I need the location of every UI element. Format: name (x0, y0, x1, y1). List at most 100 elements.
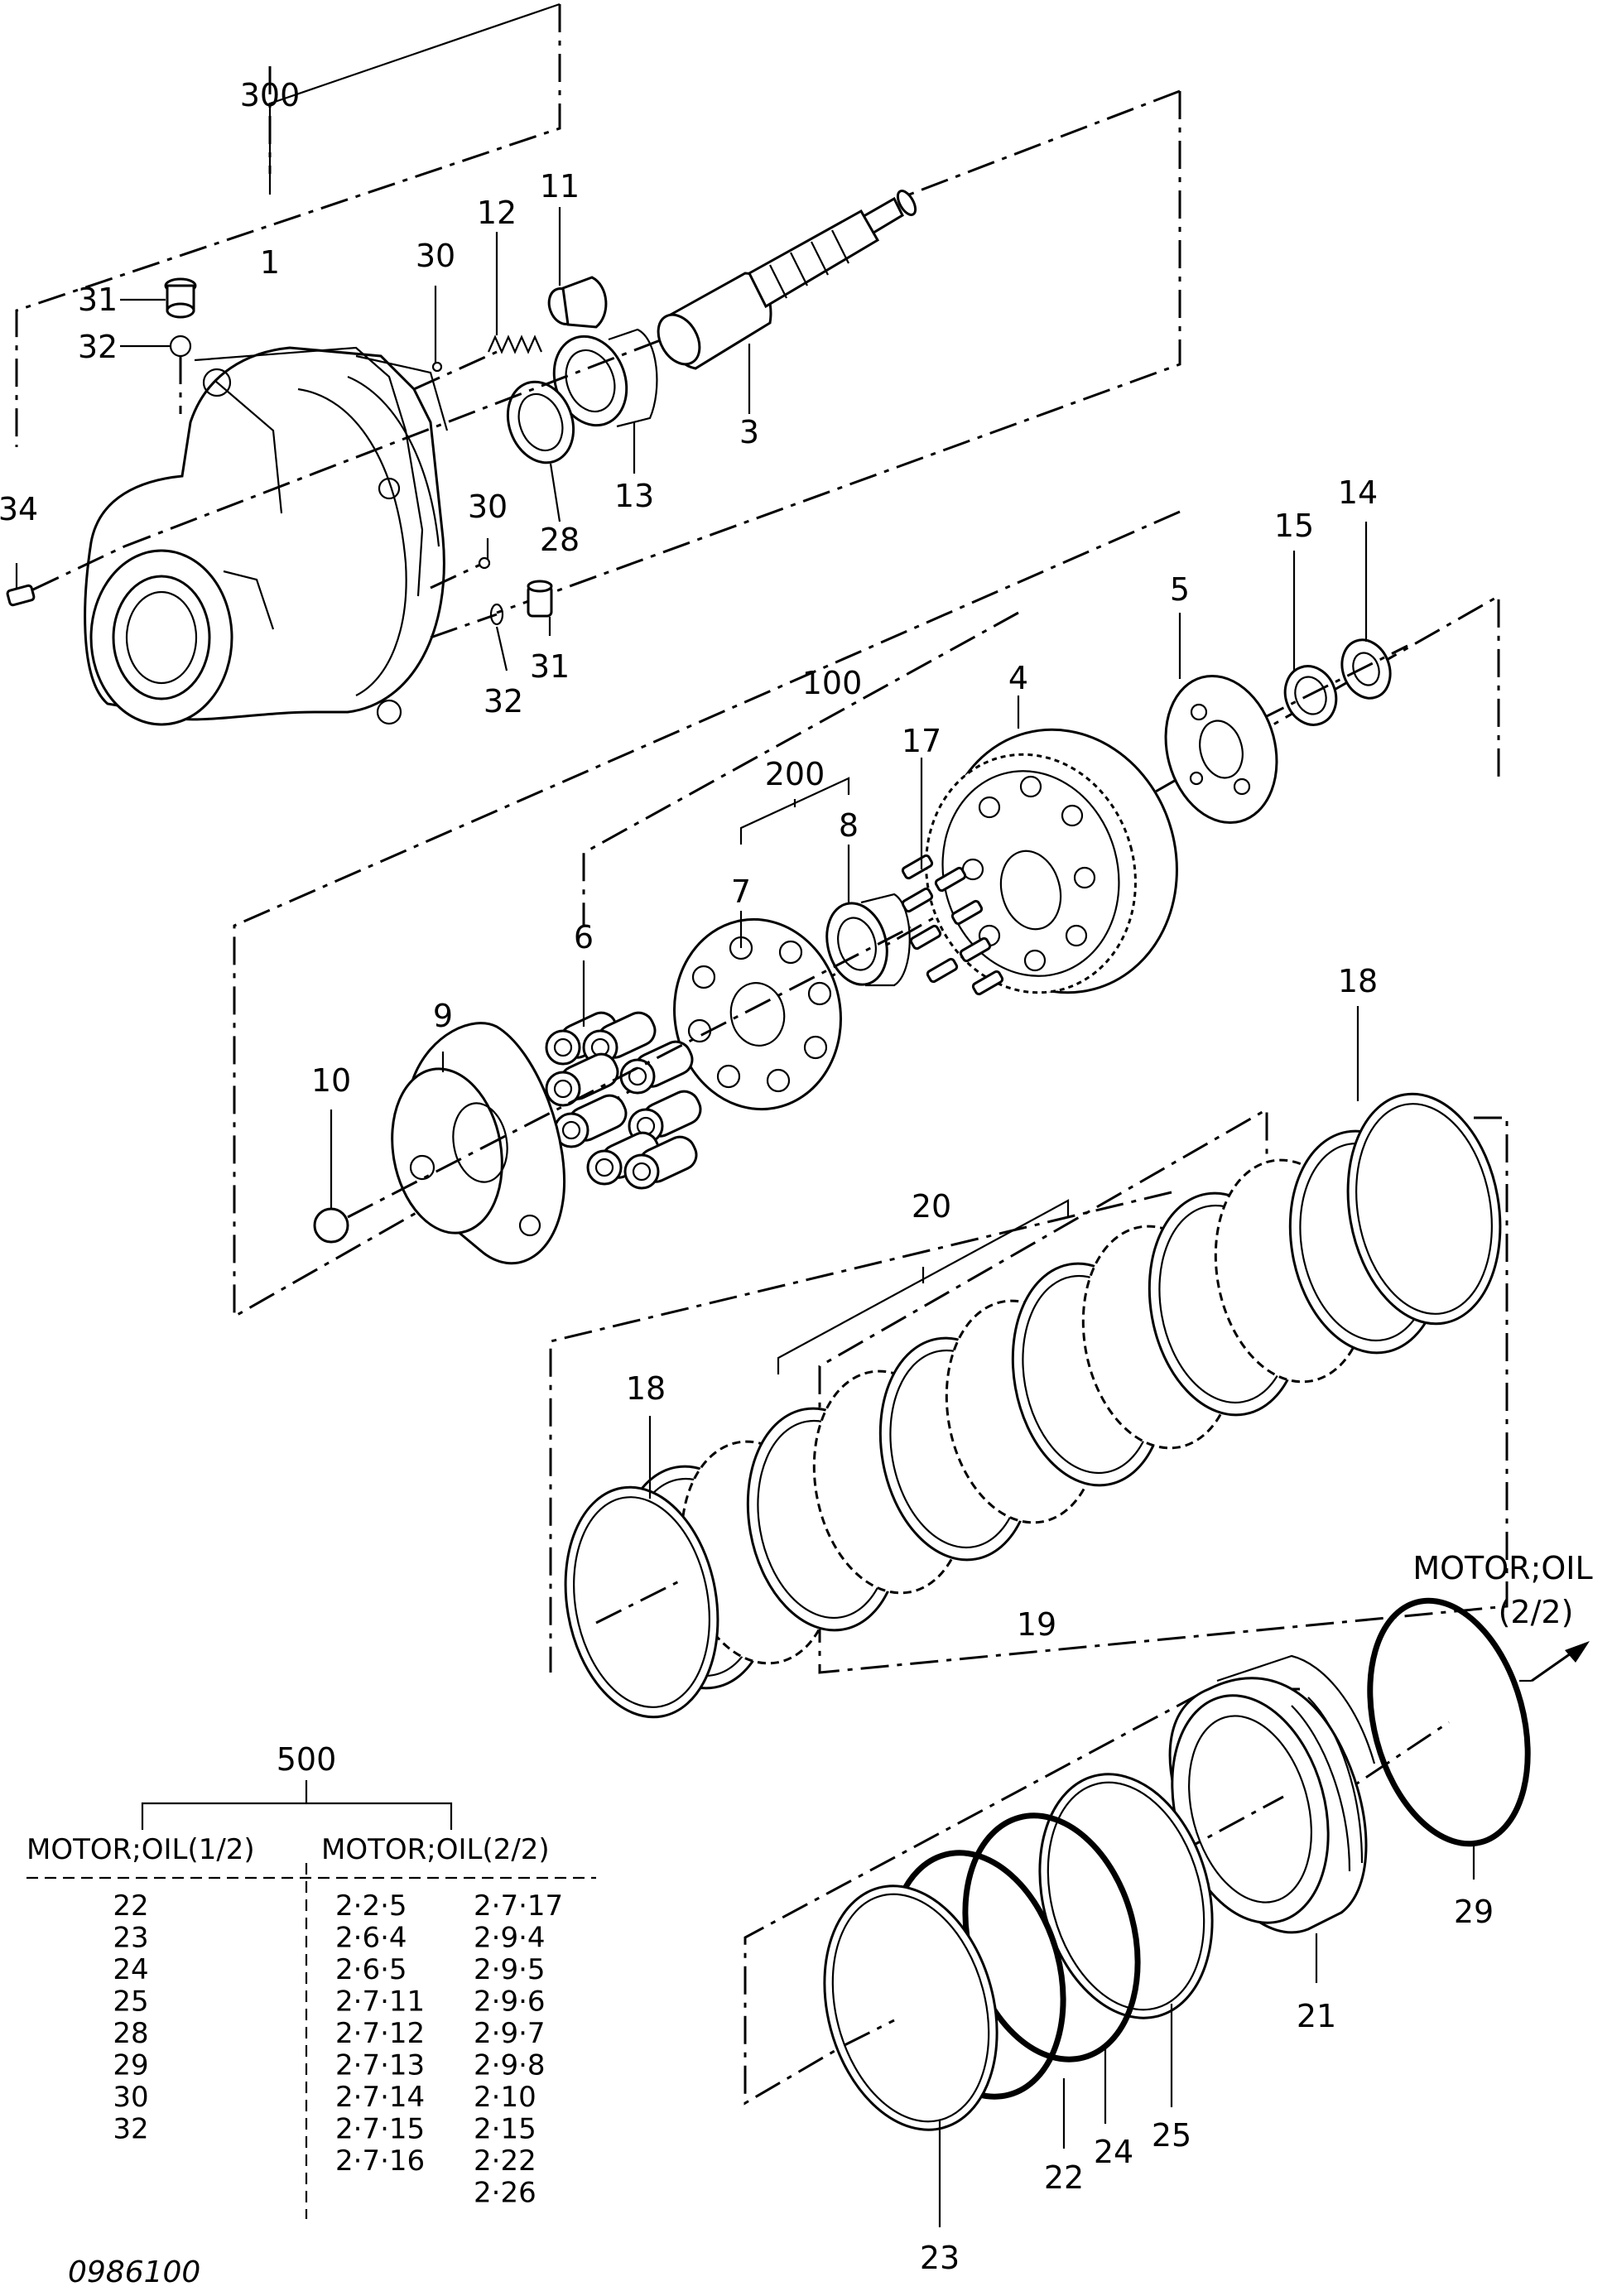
leader-lines (15, 108, 1475, 2227)
group-200-bracket (739, 777, 850, 845)
callout-29: 29 (1454, 1894, 1494, 1930)
table-cell: 2·10 (474, 2081, 537, 2114)
table-cell: 28 (113, 2017, 148, 2050)
pistons-part-6 (545, 1011, 702, 1190)
pin-part-30 (431, 361, 443, 373)
table-cell: 2·2·5 (335, 1889, 407, 1923)
table-cell: 2·9·5 (474, 1953, 546, 1986)
table-cell: 2·7·11 (335, 1986, 425, 2019)
spring-part-12 (487, 335, 543, 354)
table-header-col1: MOTOR;OIL(1/2) (26, 1833, 255, 1866)
callout-labels: 300 1 11 12 30 31 32 34 3 13 28 30 31 32… (0, 77, 1494, 2276)
table-cell: 2·26 (474, 2177, 537, 2210)
callout-7: 7 (731, 874, 751, 910)
table-cell: 30 (113, 2081, 148, 2114)
callout-21: 21 (1297, 1998, 1336, 2034)
plug-part-31-top (164, 277, 197, 414)
bearing-part-14 (1340, 638, 1392, 700)
group-300-frame (15, 2, 1181, 614)
table-cell: 2·7·14 (335, 2081, 425, 2114)
bearing-part-13 (552, 328, 658, 428)
table-cell: 2·7·17 (474, 1889, 563, 1923)
arrow-to-2-2 (1531, 1641, 1590, 1682)
axis-line-clutch (595, 1580, 680, 1625)
ring-part-23 (823, 1884, 998, 2131)
table-cell: 2·9·7 (474, 2017, 546, 2050)
callout-23: 23 (920, 2240, 960, 2276)
reference-note-line1: MOTOR;OIL (1412, 1550, 1592, 1586)
callout-30-top: 30 (416, 238, 455, 274)
callout-34: 34 (0, 491, 38, 527)
table-header-col2: MOTOR;OIL(2/2) (321, 1833, 550, 1866)
table-cell: 2·6·4 (335, 1922, 407, 1955)
callout-17: 17 (902, 723, 941, 759)
callout-12: 12 (477, 195, 517, 231)
callout-6: 6 (574, 919, 594, 955)
table-cell: 2·6·5 (335, 1953, 407, 1986)
sleeve-part-8 (825, 893, 911, 987)
table-cell: 2·7·12 (335, 2017, 425, 2050)
reference-note: MOTOR;OIL (2/2) (1412, 1550, 1592, 1630)
table-cell: 25 (113, 1986, 148, 2019)
table-cell: 2·9·6 (474, 1986, 546, 2019)
table-cell: 22 (113, 1889, 148, 1923)
callout-5: 5 (1170, 571, 1190, 608)
table-cell: 2·9·8 (474, 2049, 546, 2082)
sleeve-part-11 (547, 276, 608, 329)
motor-housing-part-1 (84, 346, 449, 726)
table-cell: 2·22 (474, 2144, 537, 2178)
callout-9: 9 (433, 998, 453, 1034)
callout-30-mid: 30 (468, 489, 508, 525)
table-cell: 24 (113, 1953, 148, 1986)
valve-plate-part-9 (391, 1022, 565, 1265)
callout-32-top: 32 (78, 329, 118, 365)
callout-31-top: 31 (78, 282, 118, 318)
callout-31-mid: 31 (530, 648, 570, 685)
callout-25: 25 (1152, 2117, 1191, 2154)
group-100-frame (233, 510, 1500, 1319)
callout-11: 11 (540, 168, 580, 205)
table-cell: 29 (113, 2049, 148, 2082)
callout-18-right: 18 (1338, 963, 1378, 999)
table-cell: 2·7·15 (335, 2113, 425, 2146)
plug-part-31-side (430, 556, 553, 639)
table-cell: 2·7·13 (335, 2049, 425, 2082)
callout-32-mid: 32 (484, 683, 523, 720)
table-cell: 2·9·4 (474, 1922, 546, 1955)
callout-18-left: 18 (626, 1370, 666, 1407)
axis-line-spring (413, 350, 498, 391)
drawing-code: 0986100 (68, 2255, 200, 2289)
callout-13: 13 (614, 478, 654, 514)
callout-14: 14 (1338, 474, 1378, 511)
axis-line-14-15 (1258, 644, 1408, 722)
callout-8: 8 (839, 807, 859, 844)
callout-28: 28 (540, 522, 580, 558)
clutch-plates (564, 1092, 1502, 1719)
reference-note-line2: (2/2) (1499, 1594, 1574, 1630)
seal-part-28 (506, 380, 575, 464)
callout-10: 10 (311, 1062, 351, 1099)
callout-22: 22 (1044, 2159, 1084, 2196)
axis-line-23 (844, 2019, 895, 2047)
table-cell: 2·15 (474, 2113, 537, 2146)
callout-3: 3 (739, 414, 759, 450)
callout-4: 4 (1008, 660, 1028, 696)
callout-24: 24 (1094, 2134, 1133, 2170)
callout-15: 15 (1274, 508, 1314, 544)
callout-200: 200 (765, 756, 825, 792)
set-screw-part-34 (6, 545, 125, 607)
assembly-table: 500 MOTOR;OIL(1/2) MOTOR;OIL(2/2) 222324… (26, 1741, 596, 2219)
table-group-number: 500 (277, 1741, 337, 1778)
callout-19: 19 (1017, 1606, 1056, 1643)
axis-line-group-100 (347, 926, 912, 1219)
table-cell: 32 (113, 2113, 148, 2146)
table-column-2a: 2·2·52·6·42·6·52·7·112·7·122·7·132·7·142… (335, 1889, 425, 2178)
shaft-part-3 (657, 190, 917, 370)
table-column-2b: 2·7·172·9·42·9·52·9·62·9·72·9·82·102·152… (474, 1889, 563, 2210)
callout-1: 1 (260, 244, 280, 281)
callout-20: 20 (912, 1188, 951, 1225)
plate-part-5 (1164, 674, 1278, 825)
callout-300: 300 (240, 77, 301, 113)
